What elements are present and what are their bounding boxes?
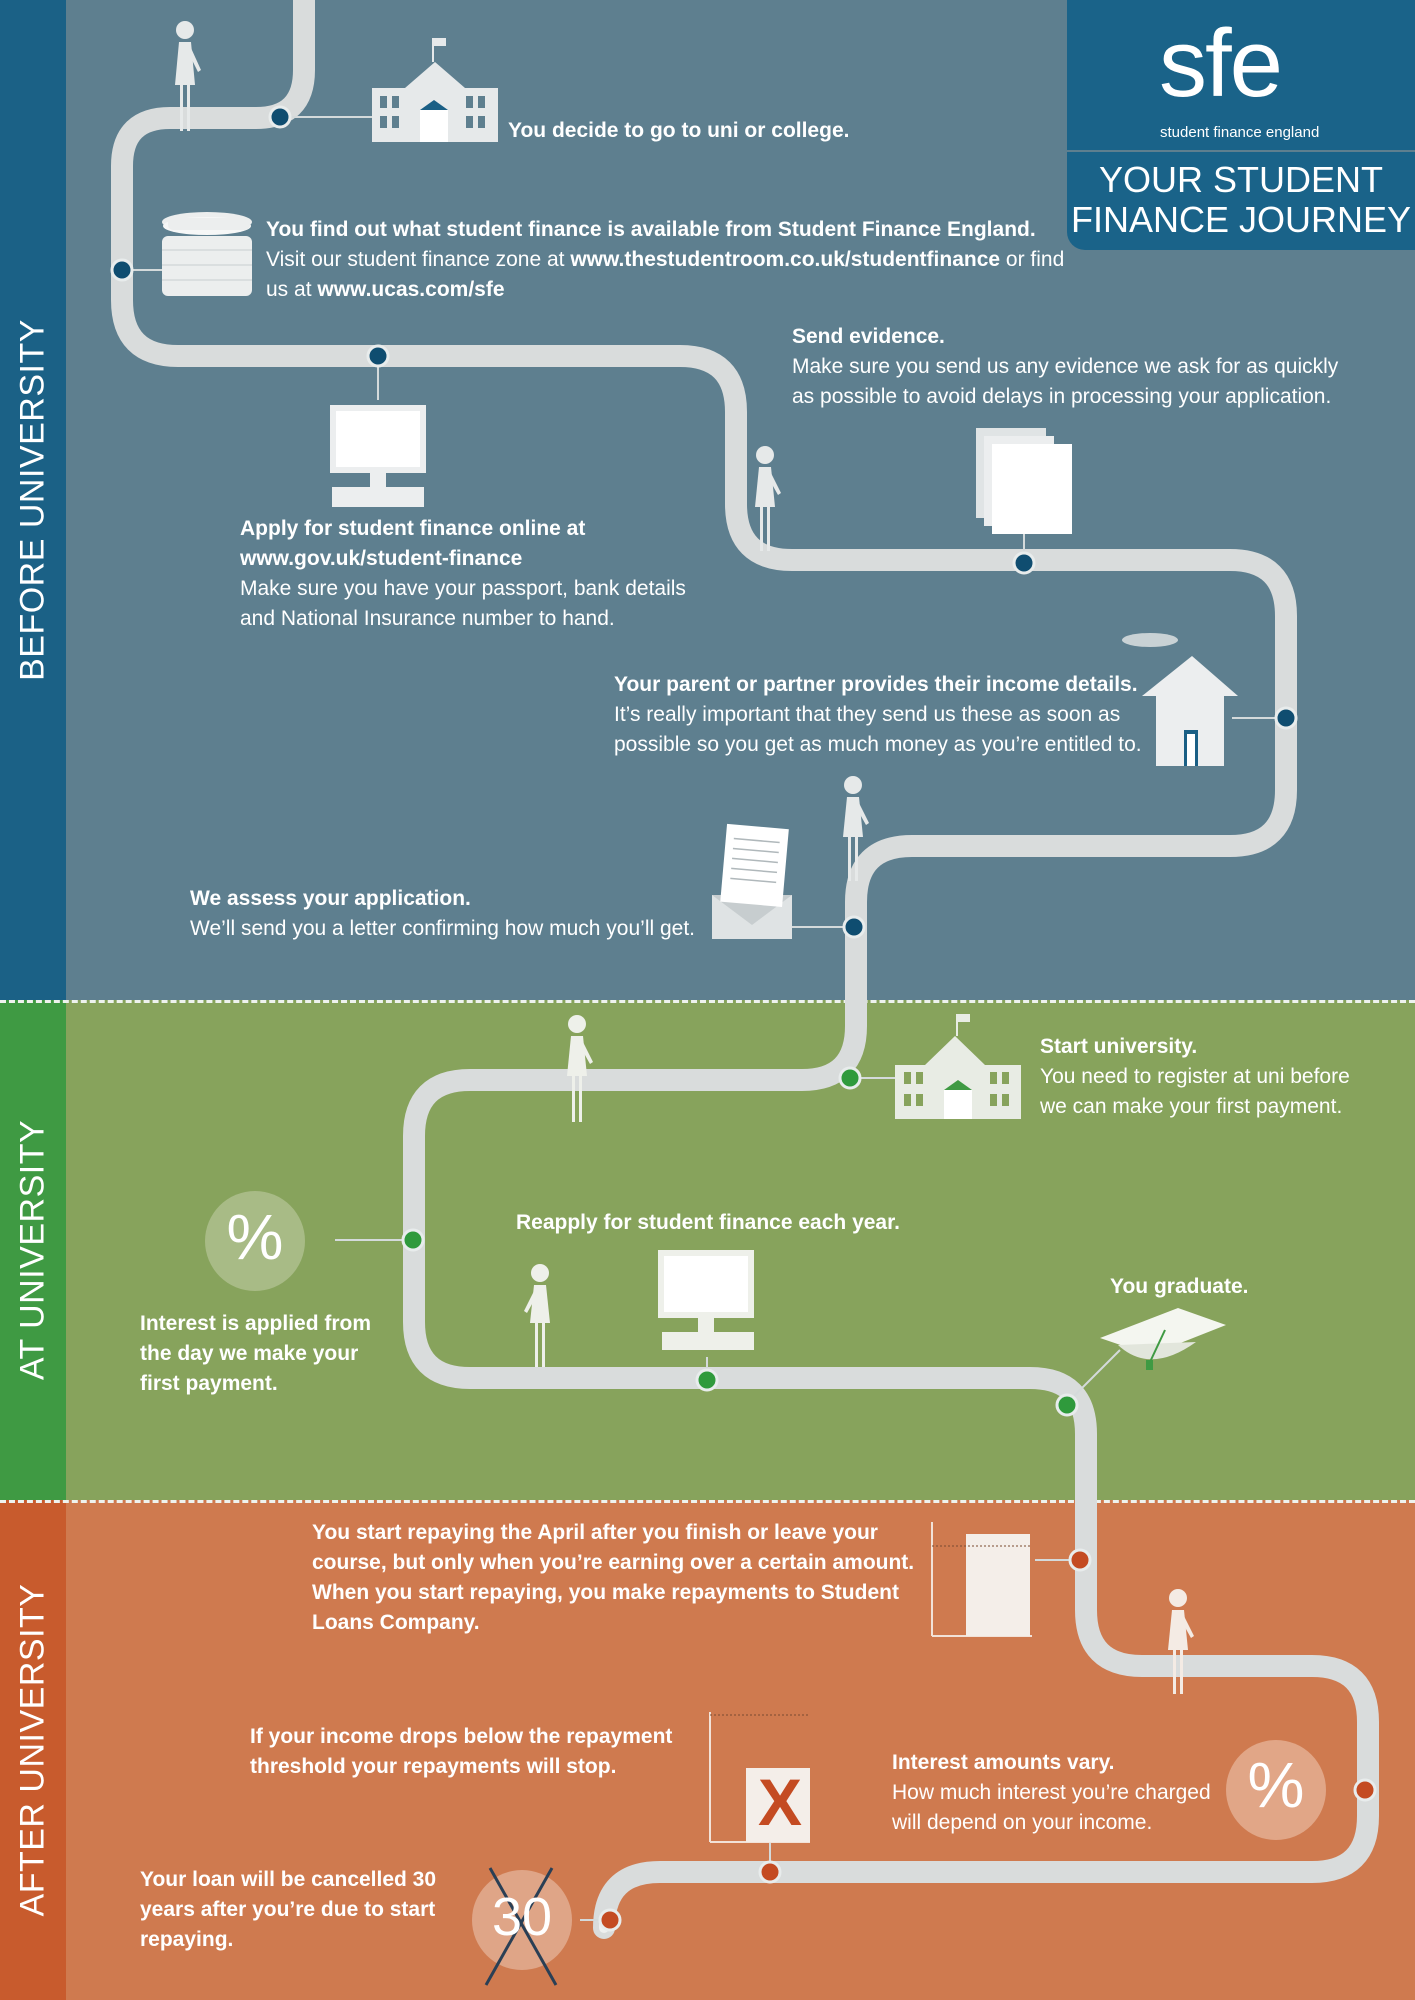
logo-header: sfe student finance england [1067,0,1415,150]
road-node [1068,1548,1092,1572]
step-heading: Interest is applied from the day we make… [140,1312,372,1395]
studentroom-link[interactable]: www.thestudentroom.co.uk/studentfinance [570,248,1001,271]
step-heading: Apply for student finance online at [240,517,586,540]
coins-icon [162,212,252,296]
step-heading: You graduate. [1110,1275,1249,1298]
journey-title-line2: FINANCE JOURNEY [1070,199,1412,240]
step-body: How much interest you’re charged will de… [892,1781,1211,1834]
percent-circle-icon [205,1191,305,1291]
road-node [598,1908,622,1932]
step-heading: Your loan will be cancelled 30 years aft… [140,1868,437,1951]
step-apply: Apply for student finance online at www.… [240,514,710,634]
person-icon [524,1264,550,1367]
step-graduate: You graduate. [1110,1272,1310,1302]
road-node [401,1228,425,1252]
sfe-logo: sfe student finance england YOUR STUDENT… [1067,0,1415,250]
step-interest-varies: Interest amounts vary. How much interest… [892,1748,1222,1838]
road-node [1353,1778,1377,1802]
step-assess: We assess your application. We’ll send y… [190,884,730,944]
step-heading: Your parent or partner provides their in… [614,673,1138,696]
step-heading: Interest amounts vary. [892,1751,1115,1774]
step-start-university: Start university. You need to register a… [1040,1032,1380,1122]
person-icon [567,1015,593,1122]
step-send-evidence: Send evidence. Make sure you send us any… [792,322,1352,412]
road-node [838,1066,862,1090]
university-building-icon [372,38,498,142]
road-node [758,1860,782,1884]
person-icon [175,21,201,131]
step-heading: Send evidence. [792,325,945,348]
house-icon [1122,633,1238,766]
step-decide: You decide to go to uni or college. [508,116,928,146]
step-income-drops: If your income drops below the repayment… [250,1722,700,1782]
percent-symbol: % [1247,1749,1305,1821]
journey-title: YOUR STUDENT FINANCE JOURNEY [1067,160,1415,240]
letter-icon [712,823,792,939]
after-university-band [0,1500,1415,2000]
section-divider [0,1500,1415,1503]
computer-icon [330,405,426,507]
step-body: It’s really important that they send us … [614,703,1142,756]
road-node [842,915,866,939]
step-heading: You find out what student finance is ava… [266,218,1036,241]
thirty-years-number: 30 [491,1887,553,1947]
road-node [110,258,134,282]
step-loan-cancelled: Your loan will be cancelled 30 years aft… [140,1865,470,1955]
logo-subtitle: student finance england [1160,124,1320,141]
road-node [366,344,390,368]
road-node [1012,551,1036,575]
road-node [1055,1393,1079,1417]
step-body: or find us at [266,248,1065,301]
step-body: We’ll send you a letter confirming how m… [190,917,696,940]
step-parent-income: Your parent or partner provides their in… [614,670,1144,760]
step-heading: Start university. [1040,1035,1198,1058]
ucas-link[interactable]: www.ucas.com/sfe [317,278,505,301]
road-node [1274,706,1298,730]
gov-uk-link[interactable]: www.gov.uk/student-finance [240,547,523,570]
step-heading: You start repaying the April after you f… [312,1521,915,1634]
step-body: Visit our student finance zone at [266,248,571,271]
university-building-icon [895,1014,1021,1119]
sidebar-after: AFTER UNIVERSITY [0,1500,66,2000]
journey-road [111,0,1379,1939]
step-find-out: You find out what student finance is ava… [266,215,1066,305]
stopped-bar-icon [709,1712,810,1843]
road-node [268,105,292,129]
percent-symbol: % [226,1201,284,1273]
documents-icon [976,428,1072,534]
sidebar-at: AT UNIVERSITY [0,1000,66,1500]
step-heading: If your income drops below the repayment… [250,1725,673,1778]
graduation-cap-icon [1100,1308,1226,1370]
computer-icon [658,1250,754,1350]
person-icon [1168,1589,1194,1694]
repayment-bar-icon [931,1522,1032,1637]
percent-circle-icon [1226,1740,1326,1840]
step-reapply: Reapply for student finance each year. [516,1208,1016,1238]
step-body: You need to register at uni before we ca… [1040,1065,1350,1118]
step-body: Make sure you have your passport, bank d… [240,577,686,630]
stop-x-mark: X [758,1765,803,1839]
person-icon [843,776,869,881]
step-heading: Reapply for student finance each year. [516,1211,900,1234]
section-divider [0,1000,1415,1003]
journey-title-box: YOUR STUDENT FINANCE JOURNEY [1067,152,1415,250]
step-start-repaying: You start repaying the April after you f… [312,1518,922,1638]
person-icon [755,446,781,551]
journey-title-line1: YOUR STUDENT [1098,159,1383,200]
logo-mark: sfe [1159,10,1283,117]
sidebar-before: BEFORE UNIVERSITY [0,0,66,1000]
step-heading: You decide to go to uni or college. [508,119,850,142]
step-interest-applied: Interest is applied from the day we make… [140,1309,390,1399]
step-heading: We assess your application. [190,887,471,910]
road-node [695,1368,719,1392]
step-body: Make sure you send us any evidence we as… [792,355,1339,408]
